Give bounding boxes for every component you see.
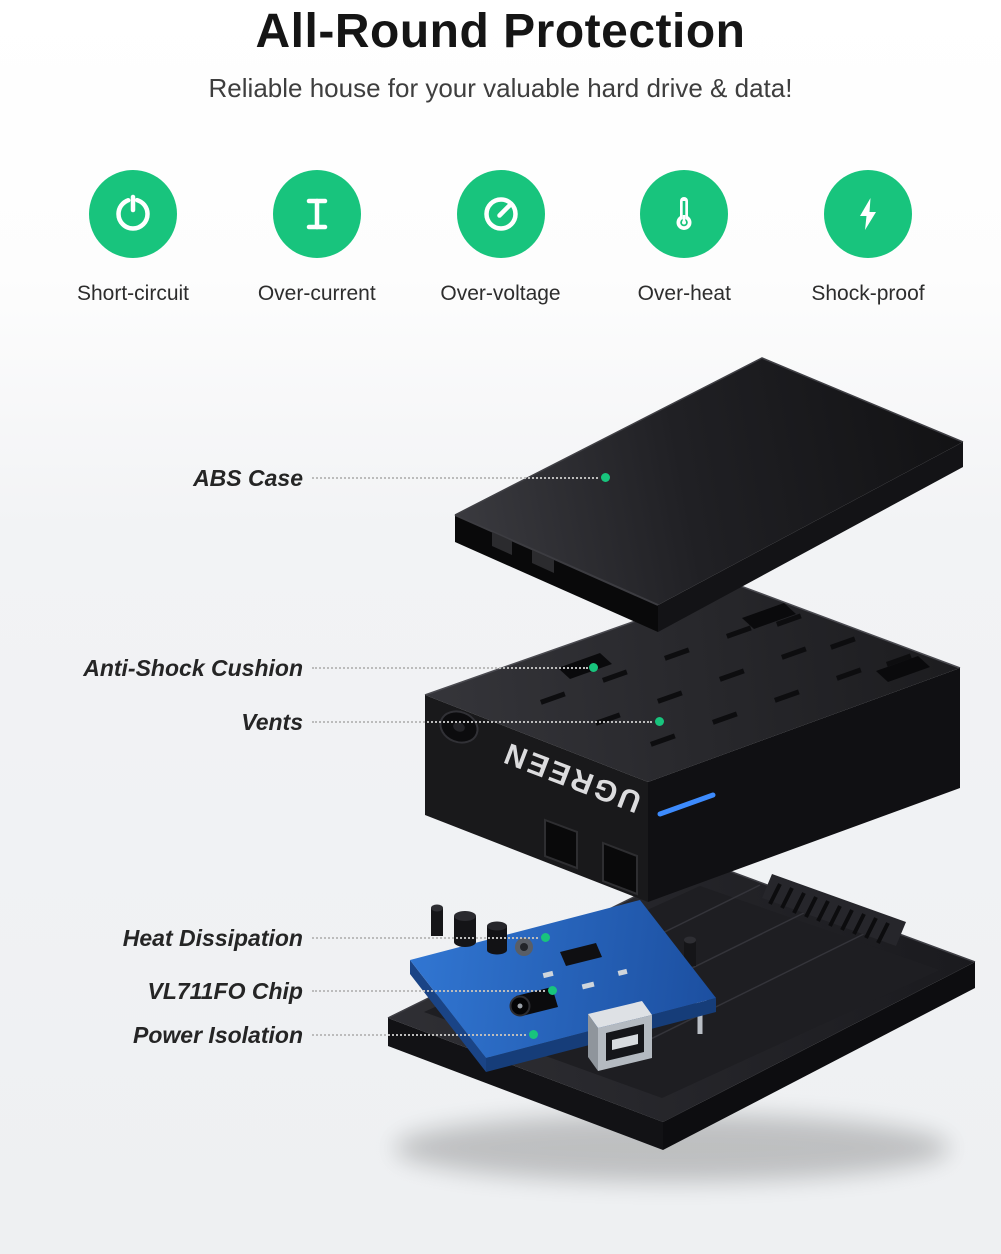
thermometer-icon — [640, 170, 729, 258]
power-button — [439, 710, 479, 744]
leader-line — [312, 1034, 526, 1036]
cover-clip-tabs — [492, 532, 554, 573]
dc-jack — [509, 987, 558, 1017]
feature-label: Over-current — [257, 282, 376, 305]
leader-line — [312, 477, 598, 479]
callout-dot — [601, 473, 610, 482]
part-label-power-isolation: Power Isolation — [133, 1022, 303, 1048]
feature-over-voltage: Over-voltage — [413, 170, 589, 306]
part-label-heat-dissipation: Heat Dissipation — [122, 925, 303, 951]
feature-shock-proof: Shock-proof — [780, 170, 956, 306]
callout-dot — [589, 663, 598, 672]
capacitor — [454, 911, 476, 947]
ground-shadow — [394, 1114, 950, 1182]
lightning-icon — [824, 170, 912, 258]
gauge-icon — [456, 170, 545, 258]
leader-line — [312, 721, 652, 723]
feature-label: Over-heat — [637, 282, 731, 305]
page-title: All-Round Protection — [255, 5, 746, 58]
part-label-anti-shock: Anti-Shock Cushion — [83, 655, 303, 681]
feature-label: Shock-proof — [811, 282, 925, 305]
page-subtitle: Reliable house for your valuable hard dr… — [208, 73, 793, 103]
inductor-coil — [515, 938, 533, 956]
part-label-vents: Vents — [241, 709, 303, 735]
leader-line — [312, 667, 588, 669]
top-cover — [454, 357, 964, 632]
smd-components — [542, 968, 628, 990]
callout-dot — [541, 933, 550, 942]
feature-label: Short-circuit — [76, 282, 190, 305]
leader-line — [312, 990, 545, 992]
protection-features-row: Short-circuit Over-current Over-volt — [45, 170, 956, 306]
led-indicator — [657, 792, 716, 817]
port-cutouts — [544, 818, 638, 896]
callout-dot — [529, 1030, 538, 1039]
heat-sink-fins — [762, 874, 906, 946]
callout-dot — [655, 717, 664, 726]
feature-over-current: Over-current — [229, 170, 405, 306]
pcb-board — [410, 900, 716, 1072]
feature-short-circuit: Short-circuit — [45, 170, 221, 306]
screw-post — [684, 936, 696, 966]
usb-b-port — [588, 1001, 652, 1071]
screw-post — [431, 904, 443, 936]
feature-over-heat: Over-heat — [596, 170, 772, 306]
current-icon — [272, 170, 361, 258]
callout-dot — [548, 986, 557, 995]
controller-chip — [560, 943, 602, 966]
part-label-abs-case: ABS Case — [193, 465, 303, 491]
part-label-chip: VL711FO Chip — [147, 978, 304, 1004]
feature-label: Over-voltage — [440, 282, 561, 305]
leader-line — [312, 937, 538, 939]
enclosure-body: UGREEN — [424, 584, 961, 902]
power-icon — [89, 170, 177, 258]
